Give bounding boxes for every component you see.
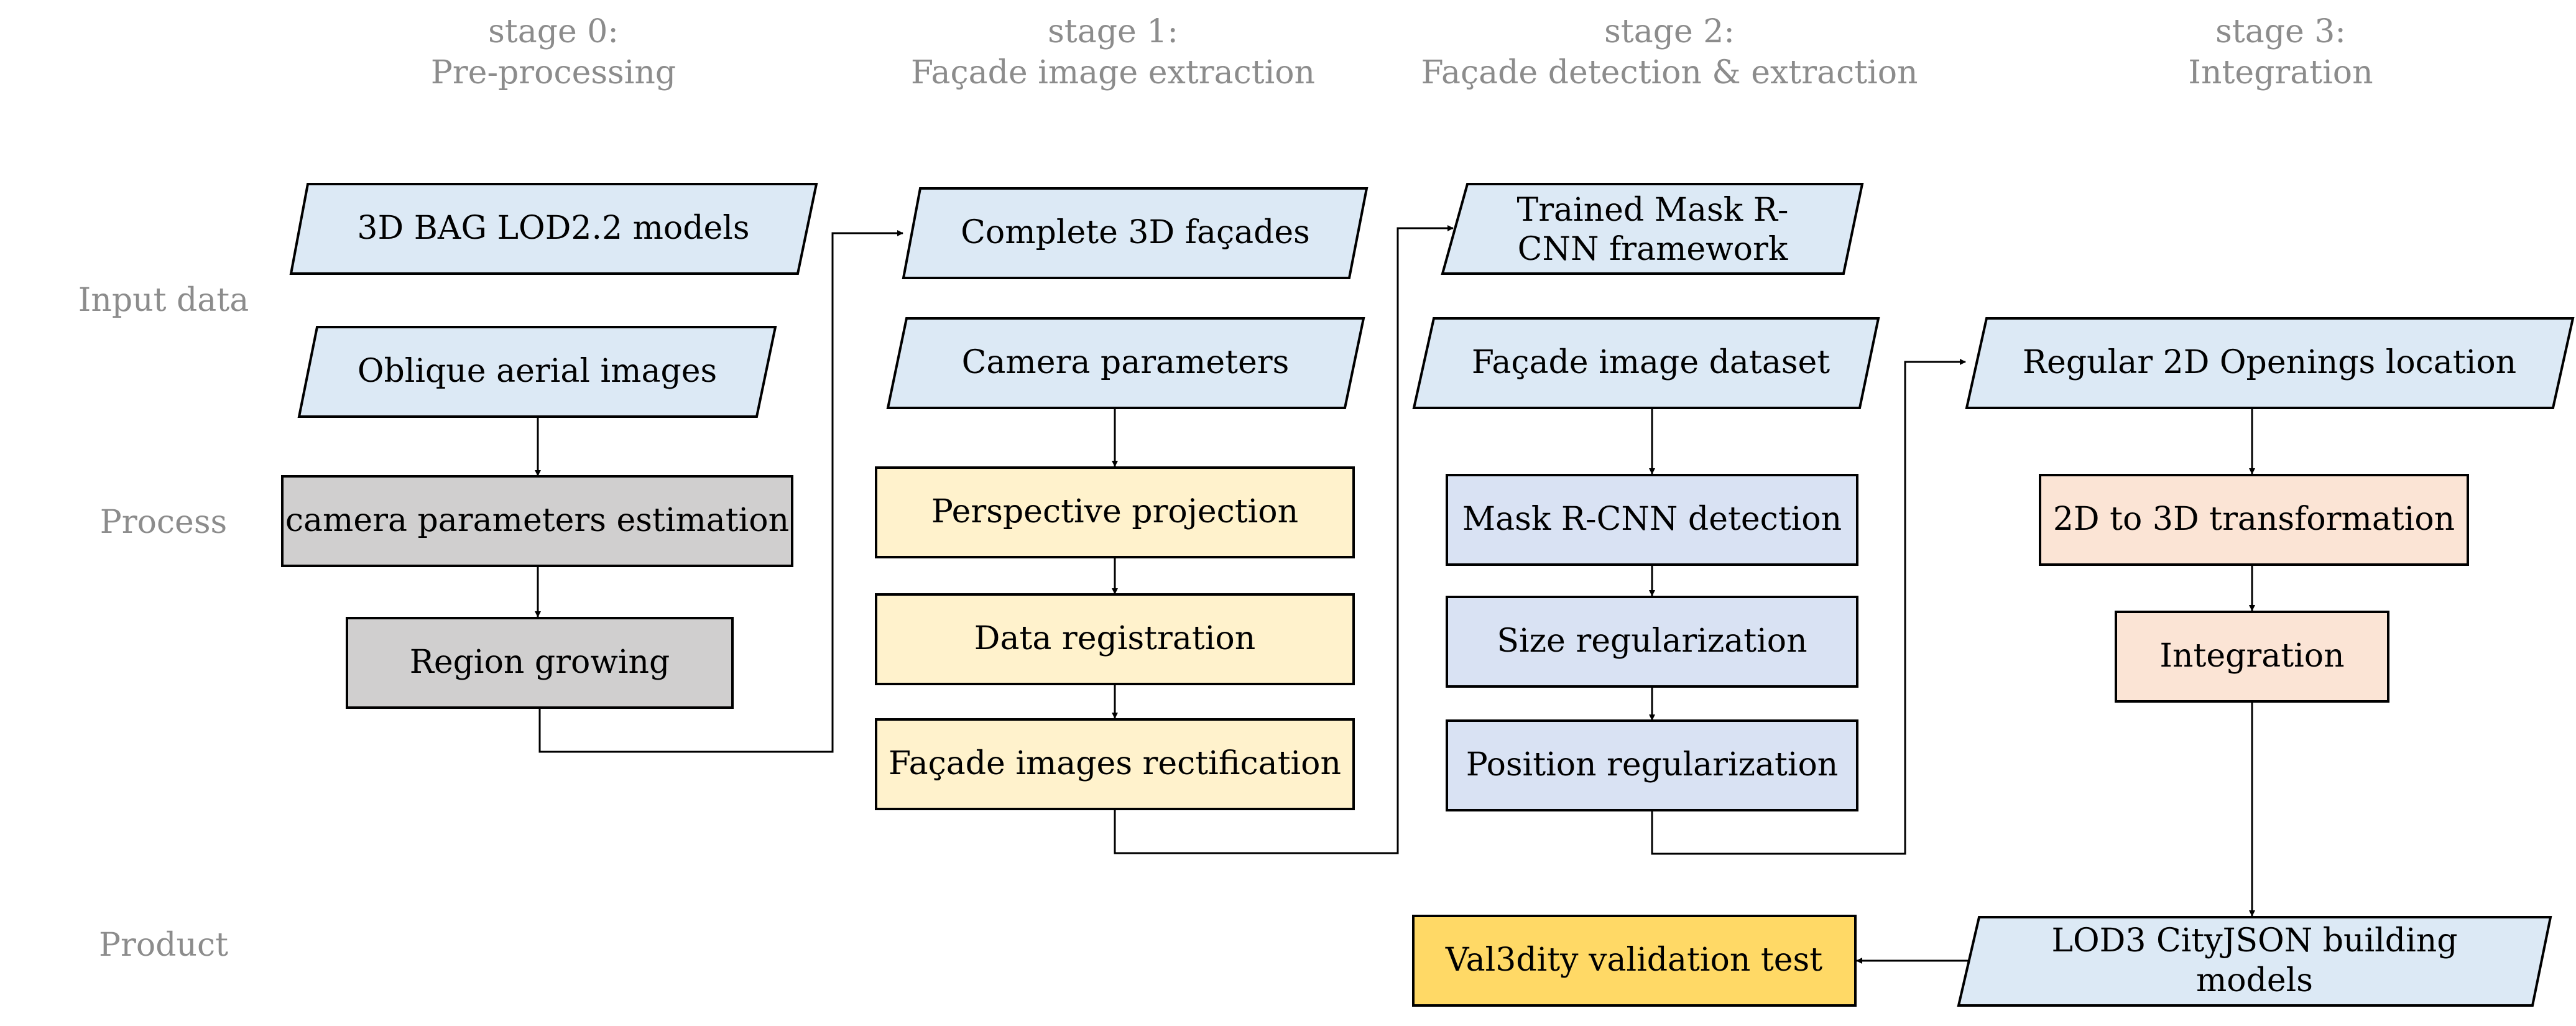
stage-2-subtitle: Façade detection & extraction <box>1421 54 1918 91</box>
node-camera-parameters-label: Camera parameters <box>962 344 1290 381</box>
connector-rectification-to-trained-mask <box>1114 225 1454 854</box>
row-label-input: Input data <box>78 282 249 319</box>
node-data-registration: Data registration <box>875 593 1355 685</box>
node-perspective-projection: Perspective projection <box>875 466 1355 558</box>
node-data-registration-label: Data registration <box>974 620 1255 657</box>
stage-1-subtitle: Façade image extraction <box>911 54 1315 91</box>
node-mask-detection: Mask R-CNN detection <box>1446 474 1858 566</box>
node-val3dity-label: Val3dity validation test <box>1445 941 1822 979</box>
node-bag-models-label: 3D BAG LOD2.2 models <box>357 210 749 247</box>
node-camera-estimation: camera parameters estimation <box>281 475 793 567</box>
node-rectification: Façade images rectification <box>875 718 1355 810</box>
node-oblique-images-label: Oblique aerial images <box>358 353 717 390</box>
node-transformation-label: 2D to 3D transformation <box>2053 501 2455 538</box>
stage-3-subtitle: Integration <box>2188 54 2373 91</box>
node-transformation: 2D to 3D transformation <box>2039 474 2469 566</box>
node-openings-location-label: Regular 2D Openings location <box>2023 344 2516 381</box>
node-complete-facades-label: Complete 3D façades <box>961 214 1310 251</box>
stage-3-header: stage 3: Integration <box>2188 13 2373 91</box>
node-size-regularization-label: Size regularization <box>1497 622 1807 660</box>
stage-3-title: stage 3: <box>2215 13 2346 50</box>
node-region-growing-label: Region growing <box>410 644 670 681</box>
stage-1-header: stage 1: Façade image extraction <box>911 13 1315 91</box>
node-complete-facades: Complete 3D façades <box>902 187 1369 279</box>
row-label-product: Product <box>99 927 228 964</box>
node-position-regularization-label: Position regularization <box>1466 746 1839 783</box>
node-integration-label: Integration <box>2159 637 2344 675</box>
node-position-regularization: Position regularization <box>1446 719 1858 811</box>
node-val3dity: Val3dity validation test <box>1412 915 1857 1007</box>
node-trained-mask-line1: Trained Mask R- <box>1517 192 1789 229</box>
row-label-process: Process <box>100 504 227 541</box>
node-openings-location: Regular 2D Openings location <box>1965 317 2575 409</box>
stage-0-header: stage 0: Pre-processing <box>431 13 676 91</box>
connector-position-to-openings <box>1651 359 1966 855</box>
stage-0-subtitle: Pre-processing <box>431 54 676 91</box>
node-cityjson: LOD3 CityJSON building models <box>1957 916 2552 1007</box>
node-trained-mask-line2: CNN framework <box>1518 231 1788 268</box>
connectors <box>535 225 2255 964</box>
node-region-growing: Region growing <box>346 617 734 709</box>
node-facade-dataset-label: Façade image dataset <box>1472 344 1830 381</box>
node-rectification-label: Façade images rectification <box>889 745 1341 782</box>
node-cityjson-line1: LOD3 CityJSON building <box>2051 922 2457 959</box>
node-camera-parameters: Camera parameters <box>886 317 1365 409</box>
node-integration: Integration <box>2115 611 2389 703</box>
node-camera-estimation-label: camera parameters estimation <box>285 502 789 539</box>
stage-2-header: stage 2: Façade detection & extraction <box>1421 13 1918 91</box>
node-trained-mask: Trained Mask R- CNN framework <box>1441 183 1864 275</box>
stage-1-title: stage 1: <box>1048 13 1178 50</box>
node-oblique-images: Oblique aerial images <box>297 326 777 418</box>
node-facade-dataset: Façade image dataset <box>1412 317 1880 409</box>
node-size-regularization: Size regularization <box>1446 596 1858 688</box>
stage-2-title: stage 2: <box>1604 13 1735 50</box>
node-cityjson-line2: models <box>2196 962 2313 999</box>
connector-region-to-complete-facades <box>538 230 903 753</box>
node-bag-models: 3D BAG LOD2.2 models <box>289 183 818 275</box>
node-mask-detection-label: Mask R-CNN detection <box>1462 501 1842 538</box>
node-perspective-projection-label: Perspective projection <box>931 493 1298 530</box>
stage-0-title: stage 0: <box>488 13 619 50</box>
